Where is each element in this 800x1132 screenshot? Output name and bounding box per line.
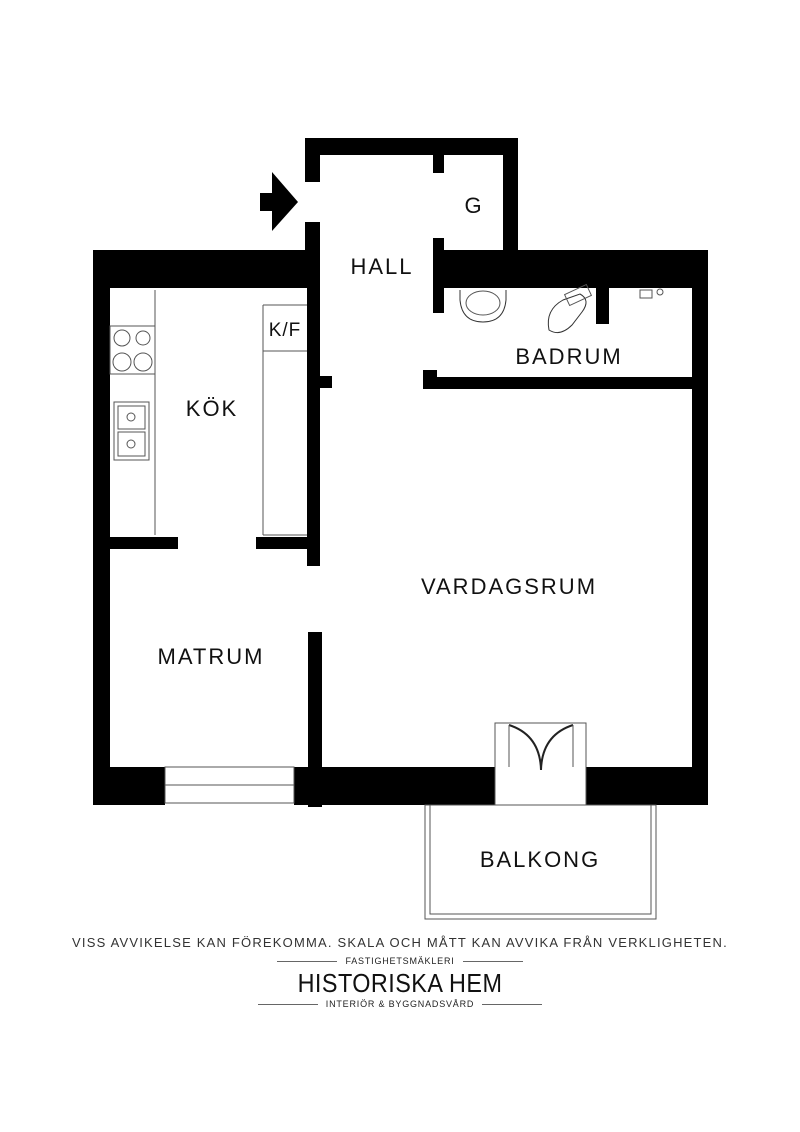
wall-bottom-left	[93, 767, 165, 805]
fixtures	[109, 283, 664, 920]
stove-burner-icon	[135, 330, 151, 346]
sink-basin	[117, 405, 146, 430]
walls	[93, 138, 708, 807]
wall-kitchen-right-stub	[320, 376, 332, 388]
disclaimer-text: VISS AVVIKELSE KAN FÖREKOMMA. SKALA OCH …	[72, 935, 728, 950]
sink-drain-icon	[126, 412, 136, 422]
label-kitchen: KÖK	[186, 396, 238, 421]
divider	[257, 1003, 318, 1005]
door-swing-right	[540, 724, 574, 771]
label-hall: HALL	[350, 254, 413, 279]
wall-hall-left-upper	[305, 138, 320, 182]
label-living: VARDAGSRUM	[421, 574, 597, 599]
sink-drain-icon	[126, 439, 136, 449]
washbasin-icon	[459, 290, 507, 323]
wall-closet-right	[503, 138, 518, 253]
door-swing-left	[508, 724, 542, 771]
divider	[462, 960, 523, 962]
wall-hall-top	[305, 138, 518, 155]
wall-bath-bottom-stub	[423, 370, 437, 389]
wall-kitchen-bottom-left	[108, 537, 178, 549]
brand-tagline-top: FASTIGHETSMÄKLERI	[345, 956, 455, 966]
shower-fixture-icon	[639, 289, 653, 299]
brand-tagline-top-row: FASTIGHETSMÄKLERI	[0, 956, 800, 966]
brand-tagline-bottom: INTERIÖR & BYGGNADSVÅRD	[325, 999, 475, 1009]
stove	[109, 325, 156, 375]
entrance-arrow-icon	[260, 172, 298, 231]
wall-outer-top-right	[433, 250, 708, 288]
label-bathroom: BADRUM	[515, 344, 622, 369]
balcony-inner	[429, 804, 652, 915]
floor-plan: HALL G KÖK K/F BADRUM VARDAGSRUM MATRUM …	[93, 138, 708, 920]
wall-hall-left-lower	[305, 222, 320, 250]
brand-logo: FASTIGHETSMÄKLERI HISTORISKA HEM INTERIÖ…	[0, 956, 800, 1009]
wall-bath-partition	[596, 288, 609, 324]
label-closet: G	[464, 193, 483, 218]
wall-outer-left	[93, 250, 110, 805]
divider	[277, 960, 338, 962]
wall-bottom-mid	[294, 767, 495, 805]
stove-burner-icon	[112, 352, 132, 372]
label-dining: MATRUM	[158, 644, 265, 669]
wall-living-left-lower	[308, 632, 322, 807]
divider	[482, 1003, 543, 1005]
brand-tagline-bottom-row: INTERIÖR & BYGGNADSVÅRD	[0, 999, 800, 1009]
toilet-icon	[547, 293, 587, 334]
sink-basin	[117, 431, 146, 457]
label-balcony: BALKONG	[480, 847, 600, 872]
wall-kitchen-bottom-right	[256, 537, 311, 549]
wall-outer-top-left	[93, 250, 320, 288]
shower-valve-icon	[656, 288, 664, 296]
wall-kitchen-right-upper	[307, 288, 320, 566]
wall-outer-right	[692, 250, 708, 805]
toilet-tank	[563, 283, 593, 307]
wall-bath-bottom	[423, 377, 693, 389]
label-fridge: K/F	[269, 320, 302, 341]
sink	[113, 401, 150, 461]
wall-closet-divider-top	[433, 155, 444, 173]
stove-burner-icon	[133, 352, 153, 372]
stove-burner-icon	[113, 329, 131, 347]
wall-bottom-right	[586, 767, 708, 805]
washbasin-bowl	[465, 290, 501, 316]
brand-name: HISTORISKA HEM	[297, 968, 503, 998]
